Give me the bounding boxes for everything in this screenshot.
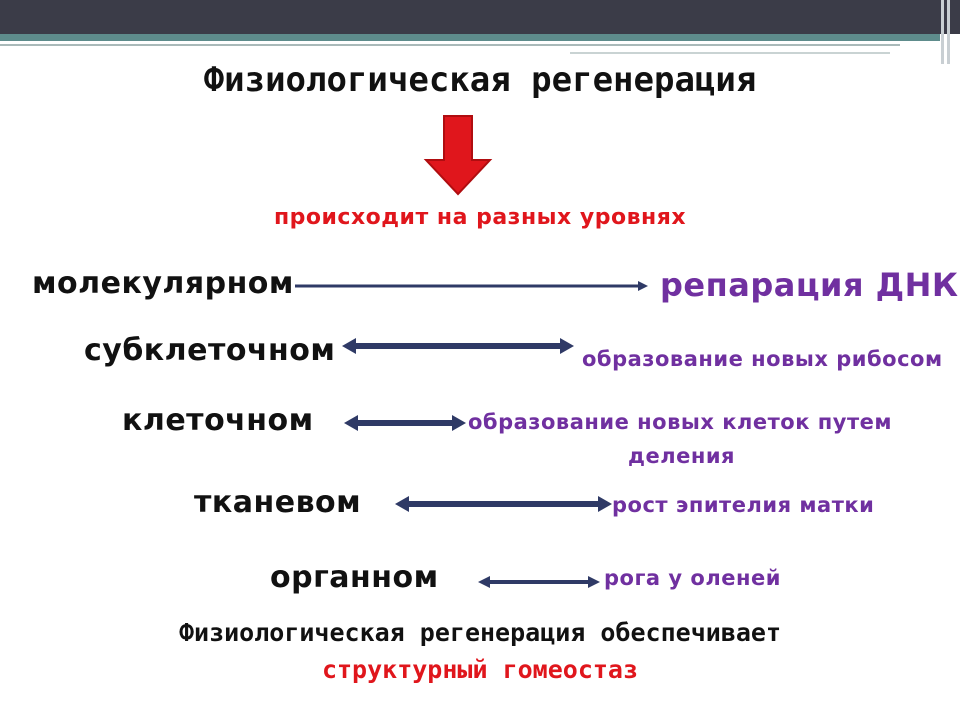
result-cellular-line2: деления [628,444,736,468]
header-line-secondary [570,52,890,54]
footer-line1: Физиологическая регенерация обеспечивает [178,618,782,647]
arrow-organ [478,576,600,588]
header-bar [0,0,960,34]
level-tissue: тканевом [194,485,362,520]
header-line [0,44,900,46]
result-molecular: репарация ДНК [660,266,959,304]
level-organ: органном [270,560,439,595]
footer-line2: структурный гомеостаз [321,655,639,684]
header-stripe [0,34,940,41]
level-subcellular: субклеточном [84,333,336,368]
level-molecular: молекулярном [32,266,294,301]
arrow-subcellular [342,338,574,354]
red-down-arrow-icon [423,115,493,196]
arrow-molecular [295,281,648,291]
result-cellular-line1: образование новых клеток путем [468,410,893,434]
corner-mark [941,0,944,64]
page-title: Физиологическая регенерация [203,60,757,100]
corner-mark [947,0,950,64]
level-cellular: клеточном [122,403,314,438]
arrow-cellular [344,415,466,431]
result-organ: рога у оленей [604,566,781,590]
arrow-tissue [395,496,612,512]
subtitle: происходит на разных уровнях [273,205,687,230]
result-tissue: рост эпителия матки [612,493,875,517]
result-subcellular: образование новых рибосом [582,347,943,371]
